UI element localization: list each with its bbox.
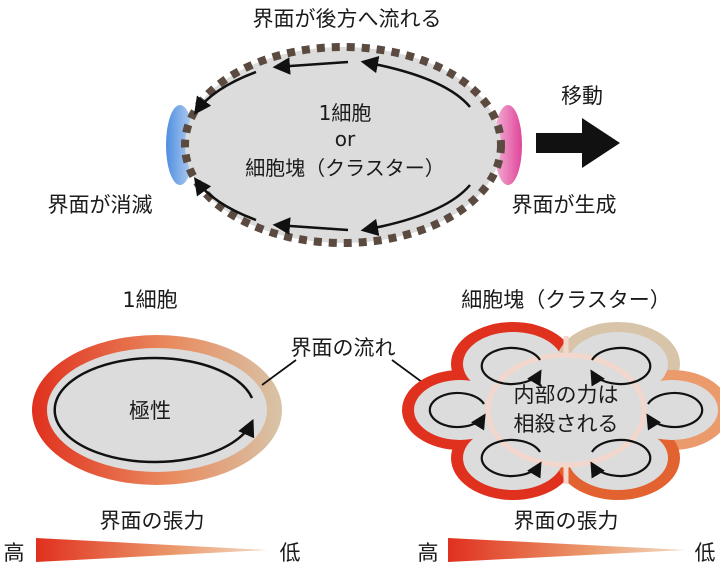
interface-flow-title: 界面が後方へ流れる: [253, 7, 442, 31]
legend-left-high: 高: [4, 541, 25, 565]
cluster-center-line-1: 内部の力は: [514, 383, 619, 407]
cluster-title: 細胞塊（クラスター）: [461, 288, 671, 312]
legend-left-title: 界面の張力: [100, 509, 205, 533]
legend-right-title: 界面の張力: [514, 509, 619, 533]
single-cell-flow-arrow: [53, 356, 255, 464]
cluster-flow-arrows: [428, 346, 704, 479]
flow-arrow-bottom-2: [360, 184, 471, 237]
cell-center-line-3: 細胞塊（クラスター）: [245, 156, 445, 180]
flow-arrow-top-1: [272, 57, 349, 75]
polarity-label: 極性: [129, 399, 171, 423]
cell-center-line-1: 1細胞: [319, 101, 372, 125]
flow-arrow-top-2: [360, 55, 471, 108]
flow-arrow-top-3: [193, 70, 257, 115]
single-cell-body: [47, 348, 267, 472]
cluster-inner-interfaces: [485, 336, 647, 484]
cluster-center-line-2: 相殺される: [514, 412, 619, 436]
callout-line-to-single-cell: [261, 359, 297, 386]
legend-right-low: 低: [695, 541, 716, 565]
interface-flow-callout: 界面の流れ: [291, 336, 396, 360]
legend-left-low: 低: [280, 541, 301, 565]
cluster-panel: 細胞塊（クラスター）: [402, 288, 720, 500]
tension-legend-right: 界面の張力 高 低: [418, 509, 716, 565]
interface-destroyed-label: 界面が消滅: [48, 193, 153, 217]
legend-right-gradient-wedge: [448, 538, 686, 562]
single-cell-panel: 1細胞 極性 界面の流れ: [32, 288, 427, 485]
top-migrating-cell-diagram: 界面が後方へ流れる 1細胞 or 細胞塊（クラスター） 界面が消滅 界面が生成 …: [48, 7, 620, 247]
migration-label: 移動: [561, 84, 603, 108]
interface-created-label: 界面が生成: [512, 193, 617, 217]
flow-arrow-bottom-1: [272, 217, 349, 235]
legend-right-high: 高: [418, 541, 439, 565]
legend-left-gradient-wedge: [36, 538, 268, 562]
tension-legend-left: 界面の張力 高 低: [4, 509, 301, 565]
single-cell-title: 1細胞: [122, 288, 177, 312]
migration-direction-arrow: [536, 118, 620, 168]
cell-center-line-2: or: [335, 127, 356, 151]
migrating-cell-body: [185, 47, 501, 243]
flow-arrow-bottom-3: [193, 177, 257, 222]
dashed-cell-membrane: [181, 43, 505, 247]
